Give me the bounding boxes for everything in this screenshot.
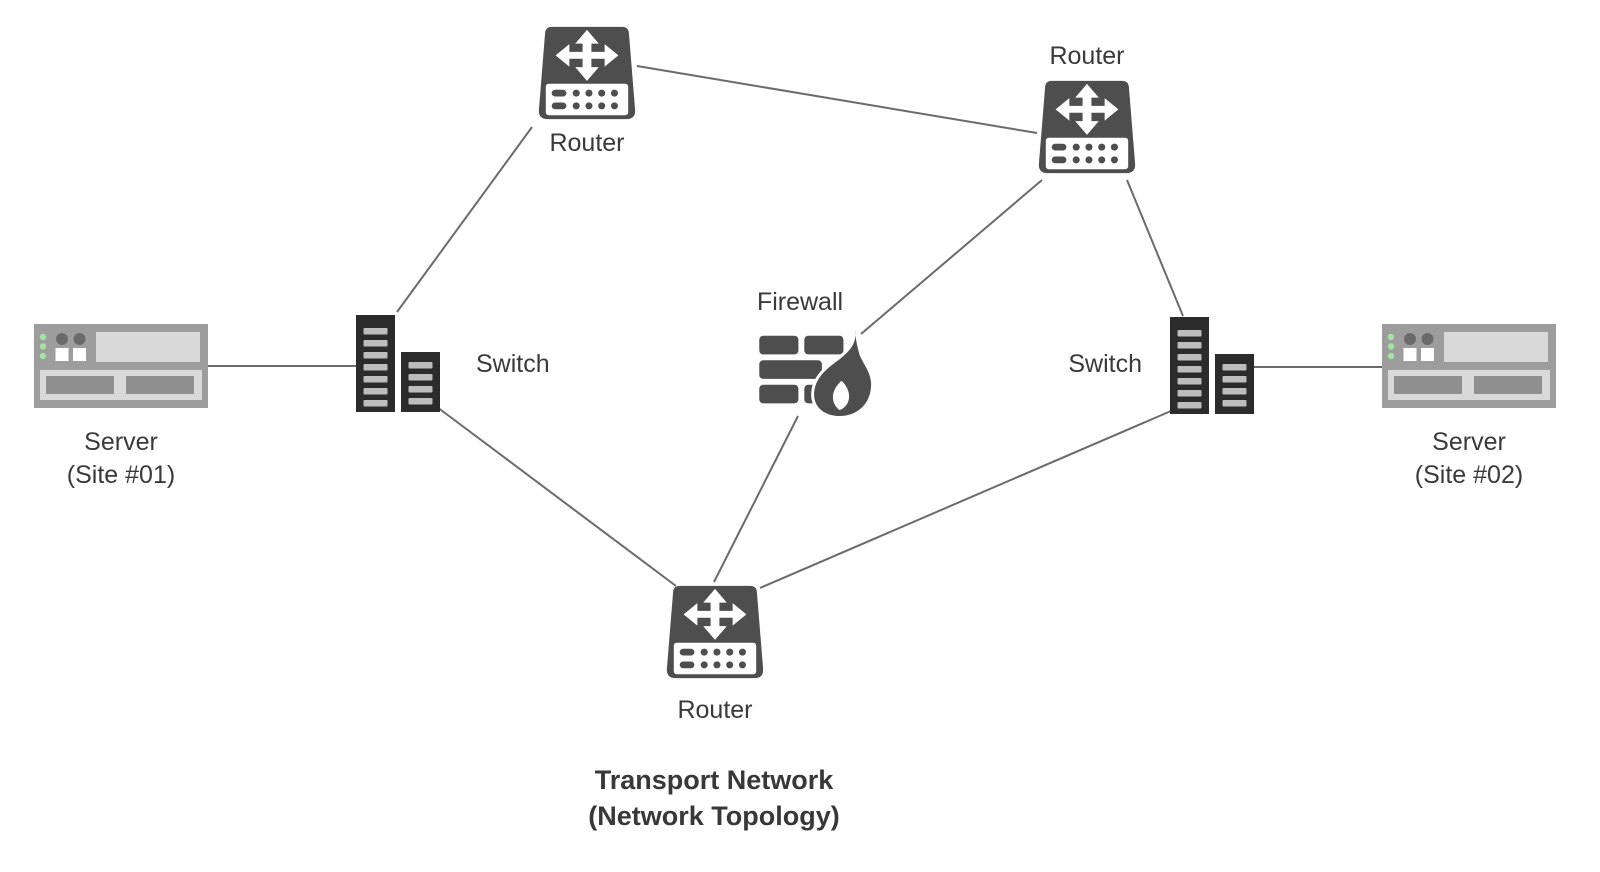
label-server-site-01: Server (Site #01) [22,426,220,492]
router-icon [666,585,764,679]
edge-switch-left-router-top-left [396,126,533,313]
node-firewall [756,326,880,418]
switch-icon [356,315,440,412]
server-01-site: (Site #01) [66,461,176,489]
server-02-name: Server [1432,428,1506,456]
node-server-site-02 [1382,324,1556,408]
node-router-bottom [664,583,766,683]
node-router-top-right [1036,78,1138,178]
server-02-site: (Site #02) [1414,461,1524,489]
label-router-bottom: Router [677,696,753,724]
edge-router-top-right-firewall [860,179,1043,335]
server-01-name: Server [84,428,158,456]
edge-router-top-left-router-top-right [636,65,1038,134]
label-switch-right: Switch [1068,350,1142,378]
node-server-site-01 [34,324,208,408]
router-icon [538,26,636,120]
edge-switch-left-router-bottom [436,406,677,587]
label-switch-left: Switch [476,350,550,378]
firewall-icon [756,326,880,418]
server-icon [1382,324,1556,408]
diagram-title-line1: Transport Network [594,765,834,795]
node-switch-right [1170,317,1254,414]
label-router-top-right: Router [1049,42,1125,70]
label-firewall: Firewall [756,288,844,316]
label-router-top-left: Router [549,129,625,157]
router-icon [1038,80,1136,174]
label-server-site-02: Server (Site #02) [1370,426,1568,492]
diagram-title-line2: (Network Topology) [588,801,840,831]
edge-router-bottom-switch-right [759,410,1172,589]
node-router-top-left [536,24,638,124]
node-switch-left [356,315,440,412]
switch-icon [1170,317,1254,414]
edge-router-top-right-switch-right [1126,179,1184,317]
server-icon [34,324,208,408]
diagram-title: Transport Network (Network Topology) [464,762,964,834]
edge-firewall-router-bottom [713,415,799,583]
